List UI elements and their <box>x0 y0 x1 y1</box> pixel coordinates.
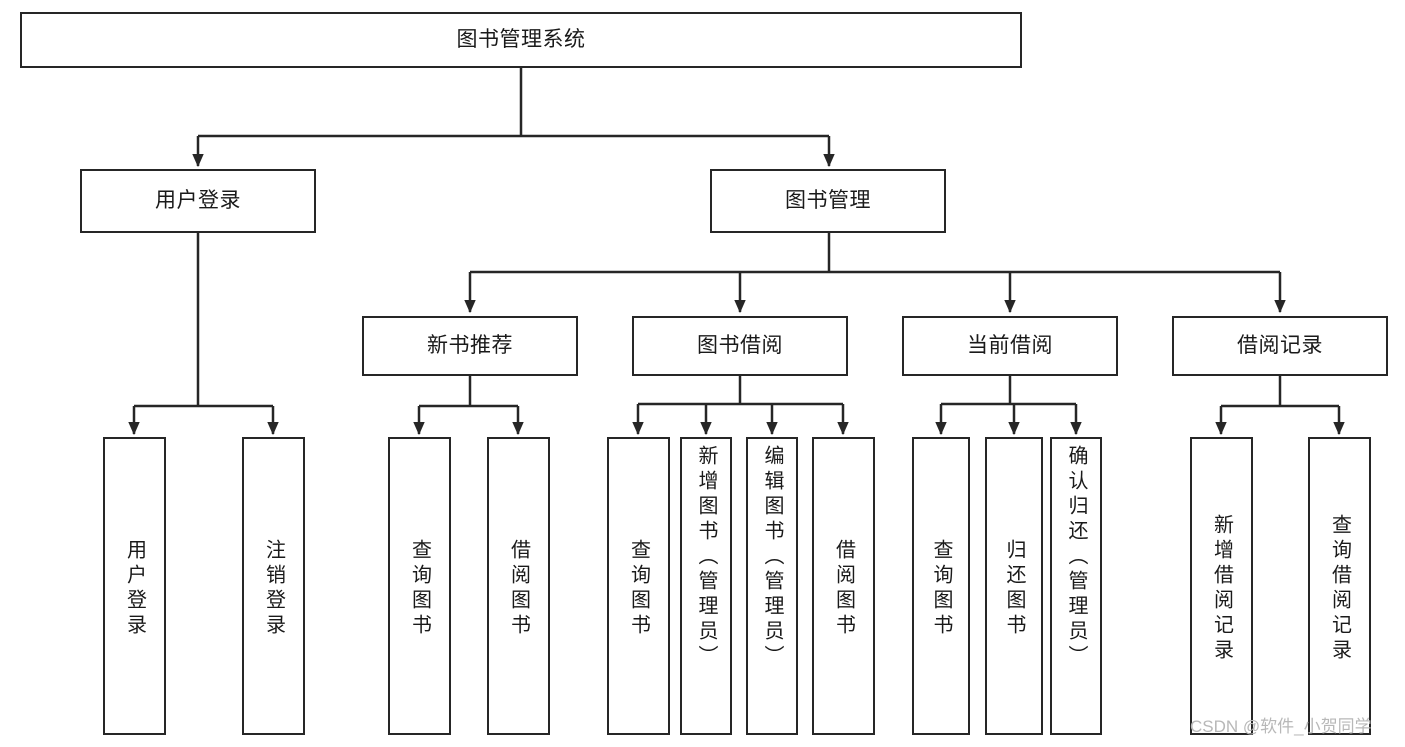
node-leaf-logout[interactable]: 注销登录 <box>242 437 305 735</box>
node-leaf-return-book-label: 归还图书 <box>1003 539 1025 639</box>
node-leaf-confirm-return[interactable]: 确认归还（管理员） <box>1050 437 1102 735</box>
node-user-login[interactable]: 用户登录 <box>80 169 316 233</box>
node-root[interactable]: 图书管理系统 <box>20 12 1022 68</box>
node-current-borrow-label: 当前借阅 <box>967 333 1053 357</box>
node-leaf-user-login[interactable]: 用户登录 <box>103 437 166 735</box>
node-new-book-recommend[interactable]: 新书推荐 <box>362 316 578 376</box>
node-leaf-query-book-1-label: 查询图书 <box>408 539 431 639</box>
node-leaf-confirm-return-label: 确认归还（管理员） <box>1065 445 1087 670</box>
node-leaf-query-book-2[interactable]: 查询图书 <box>607 437 670 735</box>
node-leaf-add-record[interactable]: 新增借阅记录 <box>1190 437 1253 735</box>
node-user-login-label: 用户登录 <box>155 188 241 212</box>
node-book-borrow[interactable]: 图书借阅 <box>632 316 848 376</box>
node-root-label: 图书管理系统 <box>456 27 586 51</box>
node-book-management-label: 图书管理 <box>785 188 871 212</box>
node-leaf-borrow-book-1[interactable]: 借阅图书 <box>487 437 550 735</box>
node-leaf-edit-book-label: 编辑图书（管理员） <box>761 445 783 670</box>
node-leaf-borrow-book-1-label: 借阅图书 <box>507 539 530 639</box>
node-leaf-query-book-2-label: 查询图书 <box>627 539 650 639</box>
node-leaf-edit-book[interactable]: 编辑图书（管理员） <box>746 437 798 735</box>
node-leaf-return-book[interactable]: 归还图书 <box>985 437 1043 735</box>
node-leaf-query-record-label: 查询借阅记录 <box>1328 514 1351 664</box>
node-book-management[interactable]: 图书管理 <box>710 169 946 233</box>
node-leaf-borrow-book-2[interactable]: 借阅图书 <box>812 437 875 735</box>
node-leaf-add-record-label: 新增借阅记录 <box>1210 514 1233 664</box>
node-leaf-query-book-3[interactable]: 查询图书 <box>912 437 970 735</box>
node-leaf-query-record[interactable]: 查询借阅记录 <box>1308 437 1371 735</box>
node-new-book-recommend-label: 新书推荐 <box>427 333 513 357</box>
node-book-borrow-label: 图书借阅 <box>697 333 783 357</box>
node-leaf-query-book-3-label: 查询图书 <box>930 539 952 639</box>
node-leaf-add-book-label: 新增图书（管理员） <box>695 445 717 670</box>
node-leaf-query-book-1[interactable]: 查询图书 <box>388 437 451 735</box>
node-current-borrow[interactable]: 当前借阅 <box>902 316 1118 376</box>
node-leaf-borrow-book-2-label: 借阅图书 <box>832 539 855 639</box>
node-borrow-record[interactable]: 借阅记录 <box>1172 316 1388 376</box>
watermark-text: CSDN @软件_小贺同学 <box>1190 717 1372 736</box>
node-leaf-logout-label: 注销登录 <box>262 539 285 639</box>
node-borrow-record-label: 借阅记录 <box>1237 333 1323 357</box>
node-leaf-user-login-label: 用户登录 <box>123 539 146 639</box>
node-leaf-add-book[interactable]: 新增图书（管理员） <box>680 437 732 735</box>
